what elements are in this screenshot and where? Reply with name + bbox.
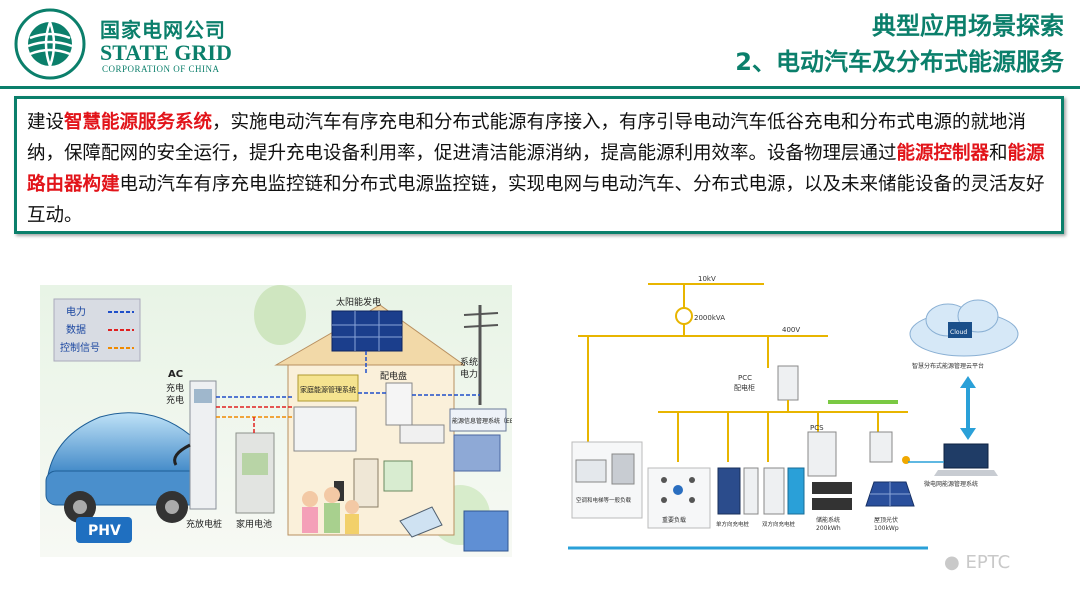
wechat-icon: ● [944,552,960,573]
logo-english-name: STATE GRID [100,40,232,65]
cloud-platform-label: 智慧分布式能源管理云平台 [912,362,984,370]
voltage-10kv: 10kV [698,275,716,283]
cloud-label: Cloud [950,329,967,336]
storage-battery-icon [812,498,852,510]
highlight-system: 智慧能源服务系统 [64,112,213,133]
legend-box [53,298,141,362]
pcc-cabinet-icon [777,365,799,401]
fridge-icon [353,458,379,508]
grid-label-1: 系统 [460,356,478,368]
home-energy-diagram: 电力 数据 控制信号 PHV AC 充电 充电 充放电桩 家用电池 太阳能发电 … [40,285,512,557]
transformer-label: 2000kVA [694,314,725,322]
legend-data: 数据 [66,323,86,336]
air-conditioner-icon [399,424,445,444]
laptop-icon [399,506,443,538]
charger-single-icon [717,467,741,515]
laptop-icon [943,443,989,469]
summary-textbox: 建设智慧能源服务系统，实施电动汽车有序充电和分布式能源有序接入，有序引导电动汽车… [14,96,1064,234]
solar-panel-icon [331,310,403,352]
logo-subtitle: CORPORATION OF CHINA [102,64,220,74]
cloud-icon [909,299,1019,357]
dual-charger-label: 双方向充电桩 [762,520,796,528]
battery-label: 家用电池 [236,518,272,530]
header-divider [0,86,1080,89]
slide-subtitle: 2、电动汽车及分布式能源服务 [735,48,1064,76]
distribution-panel-icon [385,382,413,426]
summary-text: 电动汽车有序充电监控链和分布式电源监控链，实现电网与电动汽车、分布式电源，以及未… [27,174,1045,226]
home-display-icon [293,406,357,452]
voltage-400v: 400V [782,326,800,334]
distribution-label: 配电盘 [380,370,407,382]
micro-ems-label: 微电网能源管理系统 [924,480,978,488]
home-ems-label: 家庭能源管理系统 [300,385,356,394]
inverter-icon [869,431,893,463]
home-ems-box [297,374,359,402]
pv-panel-icon [865,481,915,507]
highlight-controller: 能源控制器 [896,143,990,164]
slide-title: 典型应用场景探索 [872,12,1064,40]
network-icon [661,477,695,503]
watermark: ● EPTC [944,552,1010,573]
legend-power: 电力 [66,305,86,318]
pcs-cabinet-icon [807,431,837,477]
highlight-router: 能源路由器构建 [27,143,1045,195]
watermark-text: EPTC [965,552,1011,573]
utility-pole-icon [463,305,499,405]
general-load-label: 空调和电梯等一般负载 [576,496,632,504]
storage-capacity: 200kWh [816,525,841,532]
ac-label: AC [168,369,183,380]
pile-label: 充放电桩 [186,518,222,530]
pcc-label: PCC [738,374,752,382]
ac-unit-icon [575,459,607,483]
logo-chinese-name: 国家电网公司 [100,18,226,42]
summary-text: 建设 [27,112,65,133]
phv-badge [76,517,132,543]
discharge-label: 充电 [166,394,184,406]
server-rack-icon [463,510,509,552]
phv-label: PHV [88,523,121,539]
solar-label: 太阳能发电 [336,296,381,308]
pv-capacity: 100kWp [874,525,899,532]
state-grid-logo-icon [14,8,86,80]
page-header: 国家电网公司 STATE GRID CORPORATION OF CHINA 典… [0,0,1080,88]
summary-text: ，实施电动汽车有序充电和分布式能源有序接入，有序引导电动汽车低谷充电和分布式电源… [27,112,1027,164]
sun-icon [902,456,910,464]
ev-car-icon [45,412,207,523]
key-load-box [647,467,711,529]
grid-label-2: 电力 [460,368,478,380]
legend-control: 控制信号 [60,341,100,354]
elevator-icon [611,453,635,485]
microgrid-diagram: 10kV 2000kVA 400V PCC 配电柜 空调和电梯等一般负载 重要负… [568,272,1026,562]
storage-label: 储能系统 [816,516,840,524]
charger-dual-icon [787,467,805,515]
charger-dual-icon [763,467,785,515]
phone-icon [334,481,344,501]
storage-battery-icon [812,482,852,494]
charge-label: 充电 [166,382,184,394]
pcs-label: PCS [810,424,824,432]
key-load-label: 重要负载 [662,516,686,524]
pcc-sublabel: 配电柜 [734,383,755,392]
eems-box [449,408,507,432]
family-icon [302,487,359,534]
pv-label: 屋顶光伏 [874,516,898,524]
tree-icon [254,285,306,345]
single-charger-label: 单方向充电桩 [716,520,750,528]
washer-icon [383,460,413,492]
summary-text: 和 [989,143,1008,164]
sync-arrow-icon [960,376,976,440]
server-icon [453,434,501,472]
charger-single-icon [743,467,759,515]
eems-label: 能源信息管理系统（EEMS） [452,417,512,425]
